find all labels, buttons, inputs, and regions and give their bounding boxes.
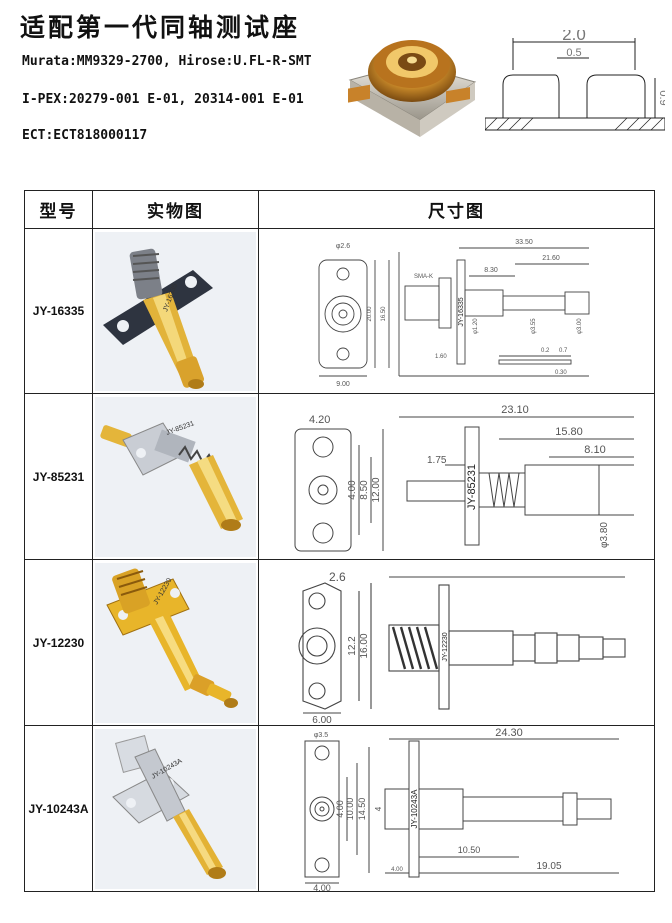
table-row: JY-12230 JY-12230 [24,559,655,726]
dim-total: 33.50 [515,239,533,246]
product-photo: JY-10243A [92,725,259,892]
dim-inner: 0.5 [566,47,581,59]
dimension-drawing: φ2.6 33.50 21.60 8.30 SMA-K 16.50 20.00 … [258,228,655,394]
connector-photo [348,40,477,137]
dim-mid: 21.60 [542,255,560,262]
dim-d3: φ3.00 [577,317,583,333]
cross-section-drawing: 2.0 0.5 0.9 [485,30,665,131]
dimension-drawing: 4.20 23.10 15.80 8.10 1.75 4.00 8.50 12.… [258,393,655,560]
dim-seg: 8.30 [484,267,498,274]
model-cell: JY-10243A [24,725,93,892]
header-photo: 实物图 [92,190,259,229]
dim-base: 4.00 [313,883,331,891]
drawing-label: JY-10243A [410,788,419,828]
product-photo: JY-85231 [92,393,259,560]
dim-h1: 16.50 [381,305,387,321]
compat-line-murata-hirose: Murata:MM9329-2700, Hirose:U.FL-R-SMT [22,54,312,69]
dim-dia: φ3.80 [599,521,610,547]
spec-table: 型号 实物图 尺寸图 JY-16335 JY-16335 [24,190,655,892]
dim-tip: 8.10 [584,444,605,456]
dimension-drawing: 24.30 φ3.5 4.00 10.00 14.50 4 JY-10243A … [258,725,655,892]
dim-total: 23.10 [501,404,529,416]
product-photo: JY-12230 [92,559,259,726]
dim-height: 0.9 [657,90,665,105]
dim-mid: 15.80 [555,426,583,438]
dim-dia: φ3.5 [314,732,328,739]
drawing-label: JY-12230 [442,632,449,661]
table-row: JY-16335 JY-16335 [24,228,655,394]
dim-h2: 10.00 [345,797,355,820]
dim-h2: 20.00 [367,305,373,321]
header-model: 型号 [24,190,93,229]
dim-flange: 1.75 [427,455,447,466]
dim-c: 19.05 [536,861,561,872]
dim-width: 2.0 [562,30,586,44]
dim-h1: 4.00 [335,800,345,818]
dim-thread: SMA-K [414,274,433,280]
dim-base: 6.00 [312,715,332,725]
dim-h2: 8.50 [359,479,370,499]
table-row: JY-85231 JY-85231 [24,393,655,560]
compat-line-ect: ECT:ECT818000117 [22,128,148,143]
dim-dia: φ2.6 [336,243,350,250]
dim-h3: 14.50 [357,797,367,820]
dim-dia: 2.6 [329,570,346,584]
dim-w: 4.20 [309,414,330,426]
dim-b: 10.50 [458,845,481,855]
dim-base: 9.00 [336,381,350,388]
product-photo: JY-16335 [92,228,259,394]
dim-small2: 0.2 [541,348,550,354]
model-cell: JY-16335 [24,228,93,394]
document-title: 适配第一代同轴测试座 [20,13,301,42]
model-cell: JY-85231 [24,393,93,560]
dim-h1: 12.2 [347,635,358,655]
header-drawing: 尺寸图 [258,190,655,229]
dim-a: 4 [374,806,383,811]
table-row: JY-10243A JY-10243A [24,725,655,892]
dimension-drawing: 2.6 12.2 16.00 6.00 JY-12230 [258,559,655,726]
model-cell: JY-12230 [24,559,93,726]
dim-total: 24.30 [495,727,523,739]
dim-small: 4.00 [391,867,403,873]
table-header-row: 型号 实物图 尺寸图 [24,190,655,229]
dim-h1: 4.00 [347,479,358,499]
dim-h2: 16.00 [359,633,370,658]
drawing-label: JY-16335 [458,297,465,326]
drawing-label: JY-85231 [466,463,478,509]
dim-small4: 0.30 [555,370,567,376]
dim-h3: 12.00 [371,477,382,502]
dim-d1: φ1.20 [473,317,479,333]
dim-d2: φ3.55 [531,317,537,333]
dim-small1: 0.7 [559,348,568,354]
dim-small3: 1.60 [435,354,447,360]
compat-line-ipex: I-PEX:20279-001 E-01, 20314-001 E-01 [22,92,304,107]
